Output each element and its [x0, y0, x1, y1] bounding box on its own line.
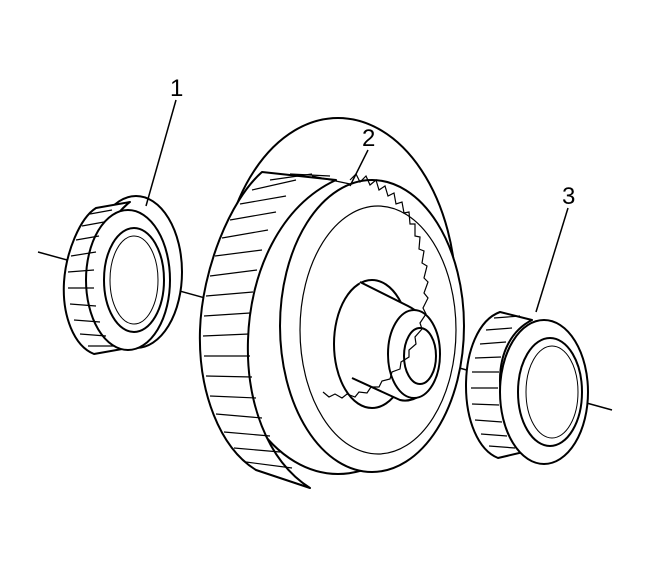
callout-3-label: 3: [562, 183, 575, 210]
leader-1: [145, 99, 177, 207]
bearing-right-roller-band: [465, 311, 533, 459]
gear-rim-serration: [322, 172, 429, 399]
gear-hub-bore: [403, 327, 437, 385]
bearing-right: [465, 311, 589, 465]
gear-tooth-band: [198, 171, 337, 489]
bearing-left-roller-lines: [67, 209, 114, 347]
bearing-right-roller-lines: [471, 315, 521, 449]
callout-2-label: 2: [362, 125, 375, 152]
leader-2: [349, 149, 369, 187]
gear-teeth-lines: [202, 173, 351, 469]
bearing-left: [62, 195, 183, 355]
callout-1-label: 1: [170, 75, 183, 102]
callout-leaders: [145, 99, 569, 313]
leader-3: [535, 207, 569, 313]
helical-gear: [198, 117, 465, 489]
